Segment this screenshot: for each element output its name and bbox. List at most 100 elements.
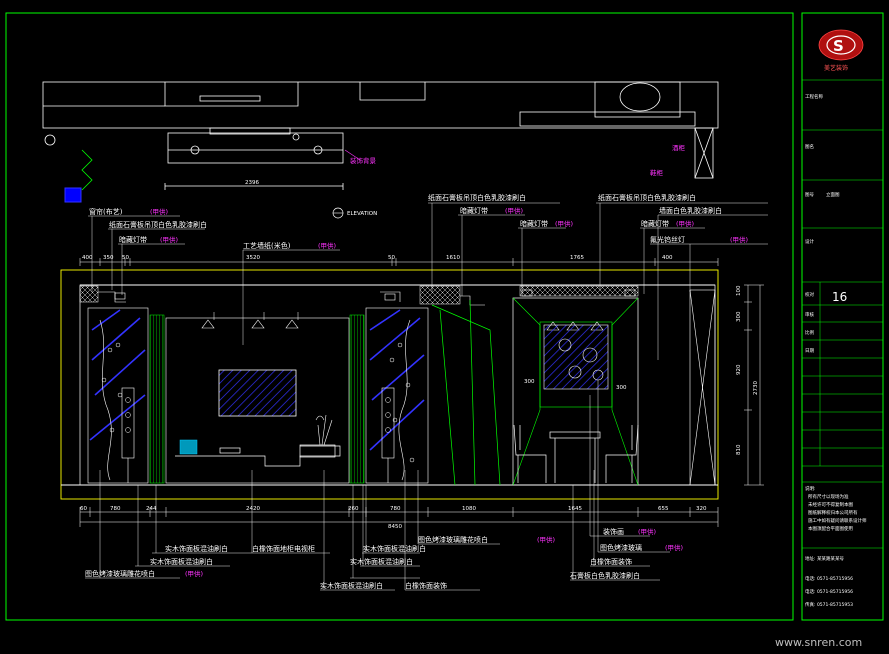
svg-text:工程名称: 工程名称 [805,93,823,100]
svg-text:(甲供): (甲供) [150,207,168,216]
title-block-notes: 说明: 所有尺寸以现场为准 未经许可不得复制本图 图纸解释权归本公司所有 施工中… [805,485,867,608]
svg-text:780: 780 [390,506,401,512]
top-dimension-line [79,258,719,266]
svg-text:氟光钨丝灯: 氟光钨丝灯 [650,235,685,244]
svg-text:实木饰面板混油刷白: 实木饰面板混油刷白 [165,544,228,553]
svg-text:工艺墙纸(米色): 工艺墙纸(米色) [243,241,291,250]
svg-text:白橡饰面装饰: 白橡饰面装饰 [590,557,632,566]
svg-text:260: 260 [348,506,359,512]
title-block-rows [802,79,883,549]
right-dims: 100 300 920 810 2730 [736,285,759,455]
svg-text:60: 60 [80,506,87,512]
svg-text:设计: 设计 [805,238,814,245]
inset-dim-left: 300 [524,379,535,385]
svg-text:未经许可不得复制本图: 未经许可不得复制本图 [808,501,853,508]
total-dim: 8450 [388,524,402,530]
svg-text:(甲供): (甲供) [318,241,336,250]
svg-text:(甲供): (甲供) [730,235,748,244]
plan-view [42,81,719,191]
svg-text:窗帘(布艺): 窗帘(布艺) [89,207,123,216]
svg-text:244: 244 [146,506,157,512]
title-block-border [801,12,884,621]
svg-text:1765: 1765 [570,255,584,261]
tv-cabinet [175,444,341,467]
ceiling-beam-mid [419,285,461,305]
svg-text:2730: 2730 [753,381,759,395]
stripe-column-right [349,314,365,484]
svg-text:(甲供): (甲供) [537,535,555,544]
svg-text:(甲供): (甲供) [160,235,178,244]
ceiling-beam-right [519,285,639,297]
svg-text:审核: 审核 [805,311,814,318]
vase-decor [315,414,333,446]
svg-text:图色烤漆玻璃雕花喷白: 图色烤漆玻璃雕花喷白 [85,569,155,578]
svg-text:所有尺寸以现场为准: 所有尺寸以现场为准 [808,493,849,500]
svg-text:(甲供): (甲供) [665,543,683,552]
svg-text:图色烤漆玻璃: 图色烤漆玻璃 [600,543,642,552]
bottom-dims: 60 780 244 2420 260 780 1080 1645 655 32… [80,506,707,530]
svg-text:350: 350 [103,255,114,261]
logo: S 美艺装饰 [818,29,864,72]
svg-text:16: 16 [832,290,847,304]
svg-text:暗藏灯带: 暗藏灯带 [119,235,147,244]
svg-text:白橡饰面地柜电视柜: 白橡饰面地柜电视柜 [252,544,315,553]
svg-text:1645: 1645 [568,506,582,512]
svg-text:比例: 比例 [805,329,814,336]
dining-alcove [512,297,639,486]
right-panel [689,289,716,486]
svg-text:校对: 校对 [805,291,814,298]
elevation-marker: ELEVATION [332,207,377,219]
svg-text:S: S [833,37,844,55]
svg-text:(甲供): (甲供) [638,527,656,536]
tv-wall [165,312,350,484]
svg-text:300: 300 [736,311,742,322]
svg-text:1080: 1080 [462,506,476,512]
svg-text:纸面石膏板吊顶白色乳胶漆刷白: 纸面石膏板吊顶白色乳胶漆刷白 [109,220,207,229]
svg-text:美艺装饰: 美艺装饰 [824,64,848,72]
svg-text:实木饰面板混油刷白: 实木饰面板混油刷白 [363,544,426,553]
svg-text:50: 50 [122,255,129,261]
plan-marker [64,187,82,203]
speaker-box [179,439,198,455]
bottom-callouts: 实木饰面板混油刷白 实木饰面板混油刷白 图色烤漆玻璃雕花喷白 (甲供) 白橡饰面… [85,527,683,590]
plan-label-shoe: 鞋柜 [650,168,664,177]
svg-text:655: 655 [658,506,669,512]
svg-text:实木饰面板混油刷白: 实木饰面板混油刷白 [150,557,213,566]
ceiling-beam-left [79,285,99,303]
glass-panel-right [365,307,429,484]
inset-dim-right: 300 [616,385,627,391]
svg-text:(甲供): (甲供) [676,219,694,228]
svg-text:暗藏灯带: 暗藏灯带 [520,219,548,228]
svg-text:立面图: 立面图 [826,191,840,198]
stripe-column-left [149,314,165,484]
top-dims: 400 350 50 3520 50 1610 1765 400 [82,255,673,261]
svg-text:纸面石膏板吊顶白色乳胶漆刷白: 纸面石膏板吊顶白色乳胶漆刷白 [598,193,696,202]
svg-text:石膏板白色乳胶漆刷白: 石膏板白色乳胶漆刷白 [570,571,640,580]
glass-panel-left [87,307,149,484]
svg-text:施工中如有疑问请联系设计师: 施工中如有疑问请联系设计师 [808,517,867,524]
svg-text:图纸解释权归本公司所有: 图纸解释权归本公司所有 [808,509,858,516]
svg-text:(甲供): (甲供) [555,219,573,228]
svg-text:图色烤漆玻璃雕花喷白: 图色烤漆玻璃雕花喷白 [418,535,488,544]
plan-dim-2396: 2396 [245,180,259,186]
svg-text:本图须配合平面图使用: 本图须配合平面图使用 [808,525,853,532]
svg-text:地址: 某某路某某号: 地址: 某某路某某号 [805,555,844,562]
plan-label-wine: 酒柜 [672,143,686,152]
svg-text:100: 100 [736,285,742,296]
dining-painting [543,324,609,390]
svg-text:400: 400 [662,255,673,261]
svg-text:电话: 0571-85715956: 电话: 0571-85715956 [805,575,853,582]
svg-text:(甲供): (甲供) [185,569,203,578]
svg-text:图号: 图号 [805,192,814,198]
svg-text:(甲供): (甲供) [505,206,523,215]
watermark: www.snren.com [775,636,863,649]
tv-screen [218,369,297,417]
svg-text:图名: 图名 [805,143,814,150]
svg-text:ELEVATION: ELEVATION [347,211,377,217]
svg-text:50: 50 [388,255,395,261]
dining-set [513,424,639,483]
title-block-labels: 工程名称 图名 图号 立面图 设计 校对 16 审核 比例 日期 [805,93,847,354]
drawing-border [5,12,794,621]
top-leaders [88,202,768,360]
top-callouts: 纸面石膏板吊顶白色乳胶漆刷白 暗藏灯带 (甲供) 暗藏灯带 (甲供) 纸面石膏板… [89,193,748,250]
